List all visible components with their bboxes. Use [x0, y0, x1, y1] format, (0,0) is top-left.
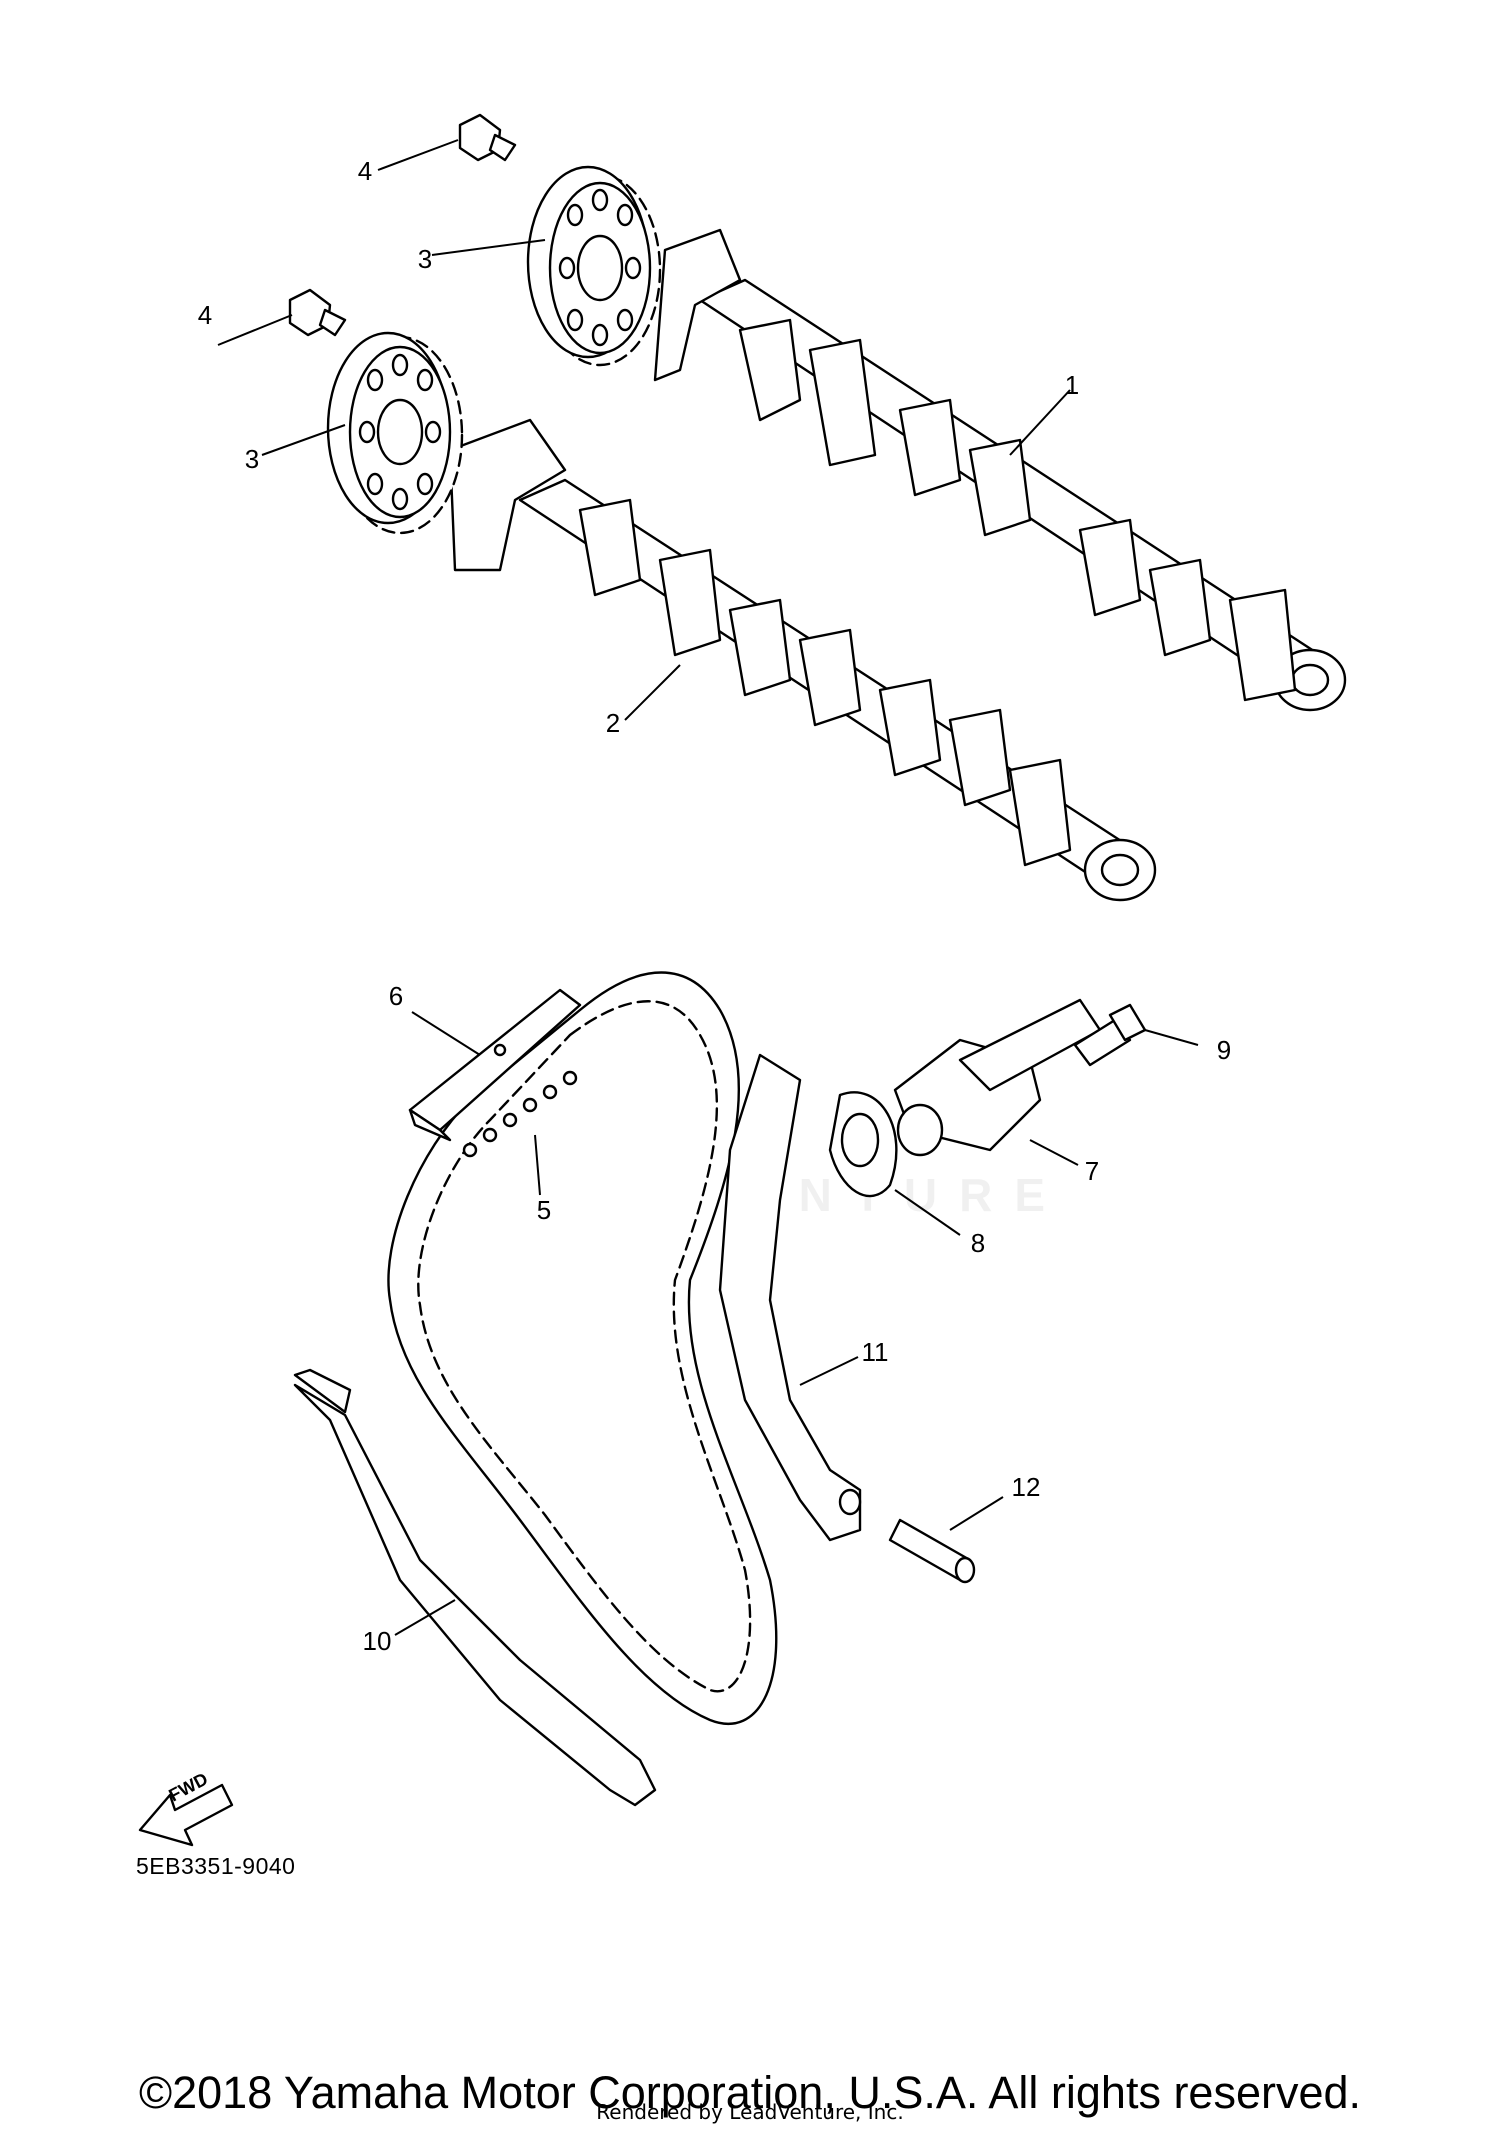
timing-chain-5 [387, 971, 778, 1726]
camshaft-1 [653, 228, 1347, 712]
chain-guide-6 [408, 988, 582, 1142]
fwd-arrow-icon [138, 1783, 234, 1847]
leader-lines [217, 139, 1199, 1636]
copyright-notice: ©2018 Yamaha Motor Corporation, U.S.A. A… [138, 2067, 1362, 2118]
sprocket-3-lower [326, 331, 464, 535]
tensioner-guide-11 [718, 1053, 862, 1542]
bolt-9 [1073, 1003, 1147, 1067]
gasket-8 [828, 1091, 898, 1198]
callout-1: 1 [1064, 370, 1080, 400]
callout-4: 4 [357, 156, 373, 186]
callout-7: 7 [1084, 1156, 1100, 1186]
chain-guide-10 [293, 1368, 657, 1807]
tensioner-7 [893, 998, 1102, 1157]
callout-11: 11 [861, 1337, 889, 1367]
callout-10: 10 [362, 1626, 392, 1656]
rendered-by-notice: Rendered by LeadVenture, Inc. [596, 2100, 904, 2124]
callout-8: 8 [970, 1228, 986, 1258]
camshaft-2 [448, 418, 1157, 902]
callout-6: 6 [388, 981, 404, 1011]
bolt-4-upper [458, 113, 517, 162]
bolt-4-lower [288, 288, 347, 337]
callout-9: 9 [1216, 1035, 1232, 1065]
diagram-code: 5EB3351-9040 [136, 1853, 296, 1879]
sprocket-3-upper [526, 165, 662, 367]
callout-12: 12 [1011, 1472, 1041, 1502]
callout-3: 3 [244, 444, 260, 474]
callout-4: 4 [197, 300, 213, 330]
pin-12 [888, 1518, 976, 1584]
callout-3: 3 [417, 244, 433, 274]
callout-2: 2 [605, 708, 621, 738]
callout-5: 5 [536, 1195, 552, 1225]
